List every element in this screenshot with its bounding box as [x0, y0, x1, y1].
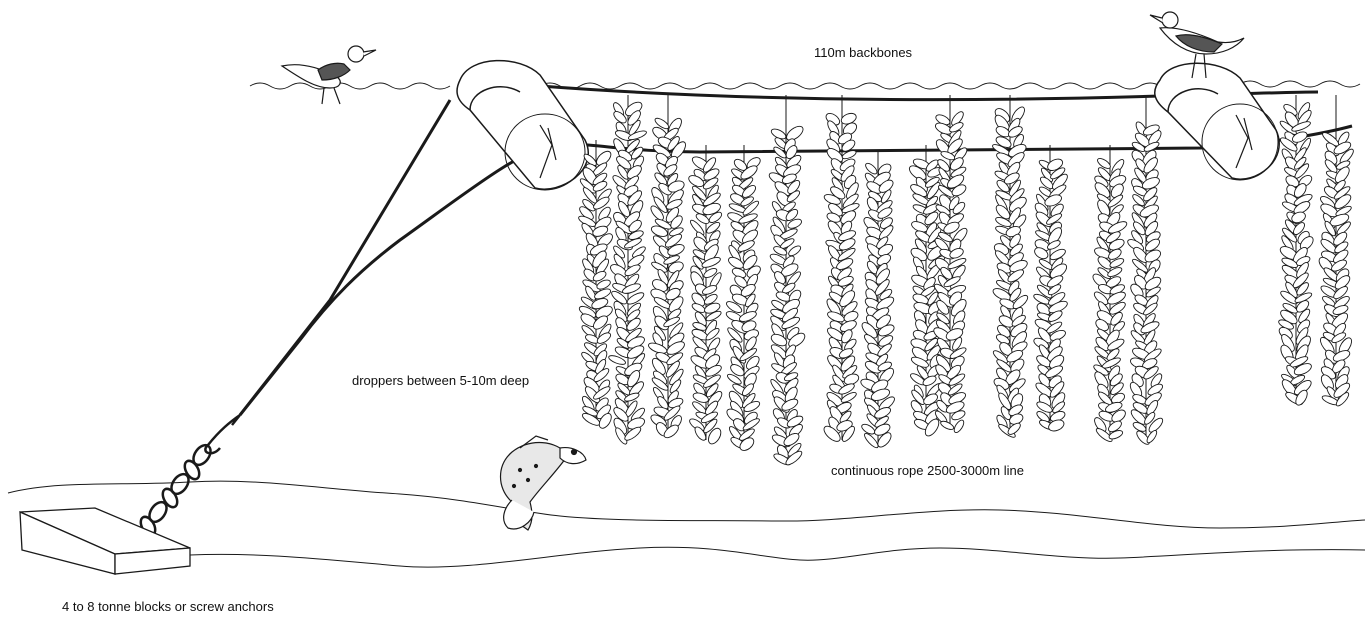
- mussel-dropper: [725, 145, 763, 453]
- mussel-dropper: [687, 145, 724, 446]
- mussel-dropper: [1091, 145, 1129, 444]
- mussel-dropper: [1032, 145, 1070, 433]
- label-backbones: 110m backbones: [814, 45, 912, 60]
- mussel-dropper: [647, 95, 688, 440]
- buoy-left: [457, 61, 588, 190]
- anchor-block: [20, 508, 190, 574]
- label-continuous-rope: continuous rope 2500-3000m line: [831, 463, 1024, 478]
- label-droppers: droppers between 5-10m deep: [352, 373, 529, 388]
- mussel-dropper: [1277, 95, 1315, 407]
- mussel-shell: [952, 419, 965, 435]
- mussel-dropper: [932, 95, 970, 434]
- mussel-dropper: [577, 140, 615, 430]
- mussel-dropper: [821, 95, 860, 444]
- seabed: [8, 481, 1365, 567]
- anchor-chain: [138, 442, 214, 538]
- label-anchors: 4 to 8 tonne blocks or screw anchors: [62, 599, 274, 614]
- mussel-dropper: [1317, 95, 1356, 408]
- anchor-line-a: [240, 100, 450, 415]
- fish: [501, 436, 587, 530]
- seabird-left: [282, 46, 376, 104]
- mussel-dropper: [991, 95, 1030, 439]
- mussel-dropper: [859, 150, 896, 450]
- buoy-right: [1155, 63, 1279, 180]
